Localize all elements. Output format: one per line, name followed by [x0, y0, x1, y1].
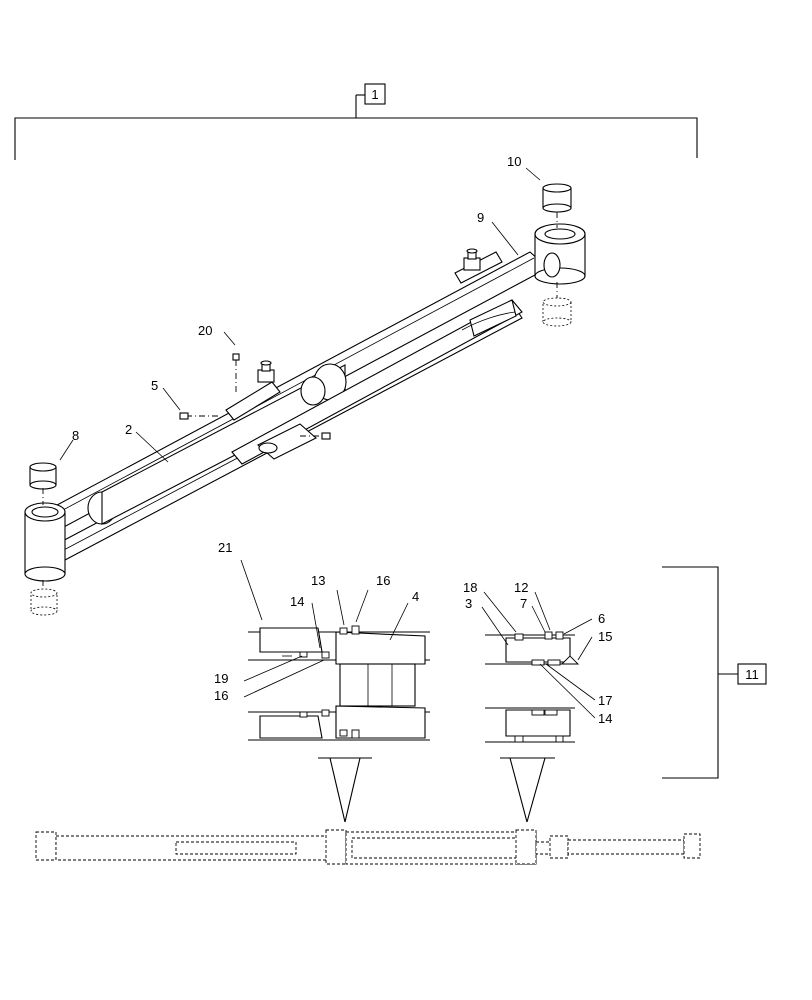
callout-17: 17: [598, 693, 612, 708]
callout-leaders-top: [59, 167, 541, 463]
callout-1: 1: [371, 87, 378, 102]
callout-6: 6: [598, 611, 605, 626]
bushing-top-right: [542, 183, 572, 327]
callout-15: 15: [598, 629, 612, 644]
cylinder-barrel: [43, 251, 549, 561]
seal-kit-bracket: [662, 566, 767, 779]
piston-detail-leaders: [240, 559, 409, 698]
callout-10: 10: [507, 154, 521, 169]
callout-14-right: 14: [598, 711, 612, 726]
callout-4: 4: [412, 589, 419, 604]
callout-16-top: 16: [376, 573, 390, 588]
base-end-pivot: [24, 502, 66, 582]
callout-16-bottom: 16: [214, 688, 228, 703]
assembly-bracket: [14, 83, 698, 160]
callout-20: 20: [198, 323, 212, 338]
callout-18: 18: [463, 580, 477, 595]
view-pointers: [318, 757, 555, 823]
callout-14-left: 14: [290, 594, 304, 609]
callout-2: 2: [125, 422, 132, 437]
bushing-top-left: [29, 462, 58, 616]
callout-19: 19: [214, 671, 228, 686]
callout-9: 9: [477, 210, 484, 225]
rod-end-pivot: [534, 223, 586, 285]
cylinder-outline-reference: [35, 829, 701, 865]
callout-5: 5: [151, 378, 158, 393]
callout-11: 11: [745, 667, 759, 682]
callout-3: 3: [465, 596, 472, 611]
gland-section-detail: [485, 631, 580, 743]
callout-13: 13: [311, 573, 325, 588]
piston-section-detail: [248, 625, 430, 741]
grease-fittings: [179, 353, 331, 440]
callout-12: 12: [514, 580, 528, 595]
hydraulic-port-fittings: [225, 248, 503, 421]
callout-21: 21: [218, 540, 232, 555]
callout-7: 7: [520, 596, 527, 611]
gland-detail-leaders: [481, 591, 596, 719]
callout-8: 8: [72, 428, 79, 443]
